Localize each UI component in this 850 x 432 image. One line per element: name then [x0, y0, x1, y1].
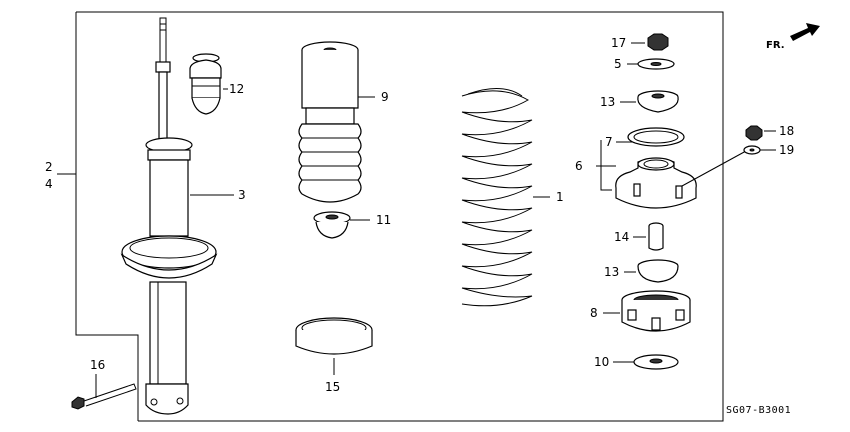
callout-11: 11 — [376, 213, 391, 227]
callout-12: 12 — [229, 82, 244, 96]
callout-3: 3 — [238, 188, 246, 202]
callout-17: 17 — [611, 36, 626, 50]
shock-absorber — [120, 17, 234, 415]
front-direction-label: FR. — [766, 40, 785, 51]
seal-ring — [616, 127, 685, 147]
reference-code: SG07-B3001 — [726, 405, 791, 416]
callout-1: 1 — [556, 190, 564, 204]
callout-10: 10 — [594, 355, 609, 369]
front-direction-arrow: FR. — [766, 23, 820, 51]
collar-pin — [633, 222, 664, 251]
callout-8: 8 — [590, 306, 598, 320]
washer-bottom — [613, 354, 679, 370]
callout-4: 4 — [45, 177, 53, 191]
callout-13-lower: 13 — [604, 265, 619, 279]
callout-15: 15 — [325, 380, 340, 394]
callout-16: 16 — [90, 358, 105, 372]
callout-5: 5 — [614, 57, 622, 71]
callout-2: 2 — [45, 160, 53, 174]
bump-stop — [189, 53, 228, 115]
upper-mount-base — [596, 140, 747, 209]
self-locking-nut — [631, 33, 669, 51]
callout-9: 9 — [381, 90, 389, 104]
rubber-mount — [313, 211, 370, 239]
washer-right — [743, 145, 776, 155]
callout-13-upper: 13 — [600, 95, 615, 109]
diagram-frame — [76, 11, 724, 422]
lock-nut — [603, 290, 691, 332]
callout-6: 6 — [575, 159, 583, 173]
callout-19: 19 — [779, 143, 794, 157]
nut-right — [745, 125, 776, 141]
diagram-frame-left — [75, 12, 139, 421]
callout-18: 18 — [779, 124, 794, 138]
spring-seat — [295, 317, 373, 375]
flange-bolt — [71, 374, 137, 410]
washer-top — [627, 58, 675, 70]
callout-14: 14 — [614, 230, 629, 244]
coil-spring — [461, 88, 550, 307]
dust-boot — [298, 41, 375, 203]
lower-mount-rubber — [624, 259, 679, 283]
upper-mount-rubber — [620, 90, 679, 113]
callout-7: 7 — [605, 135, 613, 149]
